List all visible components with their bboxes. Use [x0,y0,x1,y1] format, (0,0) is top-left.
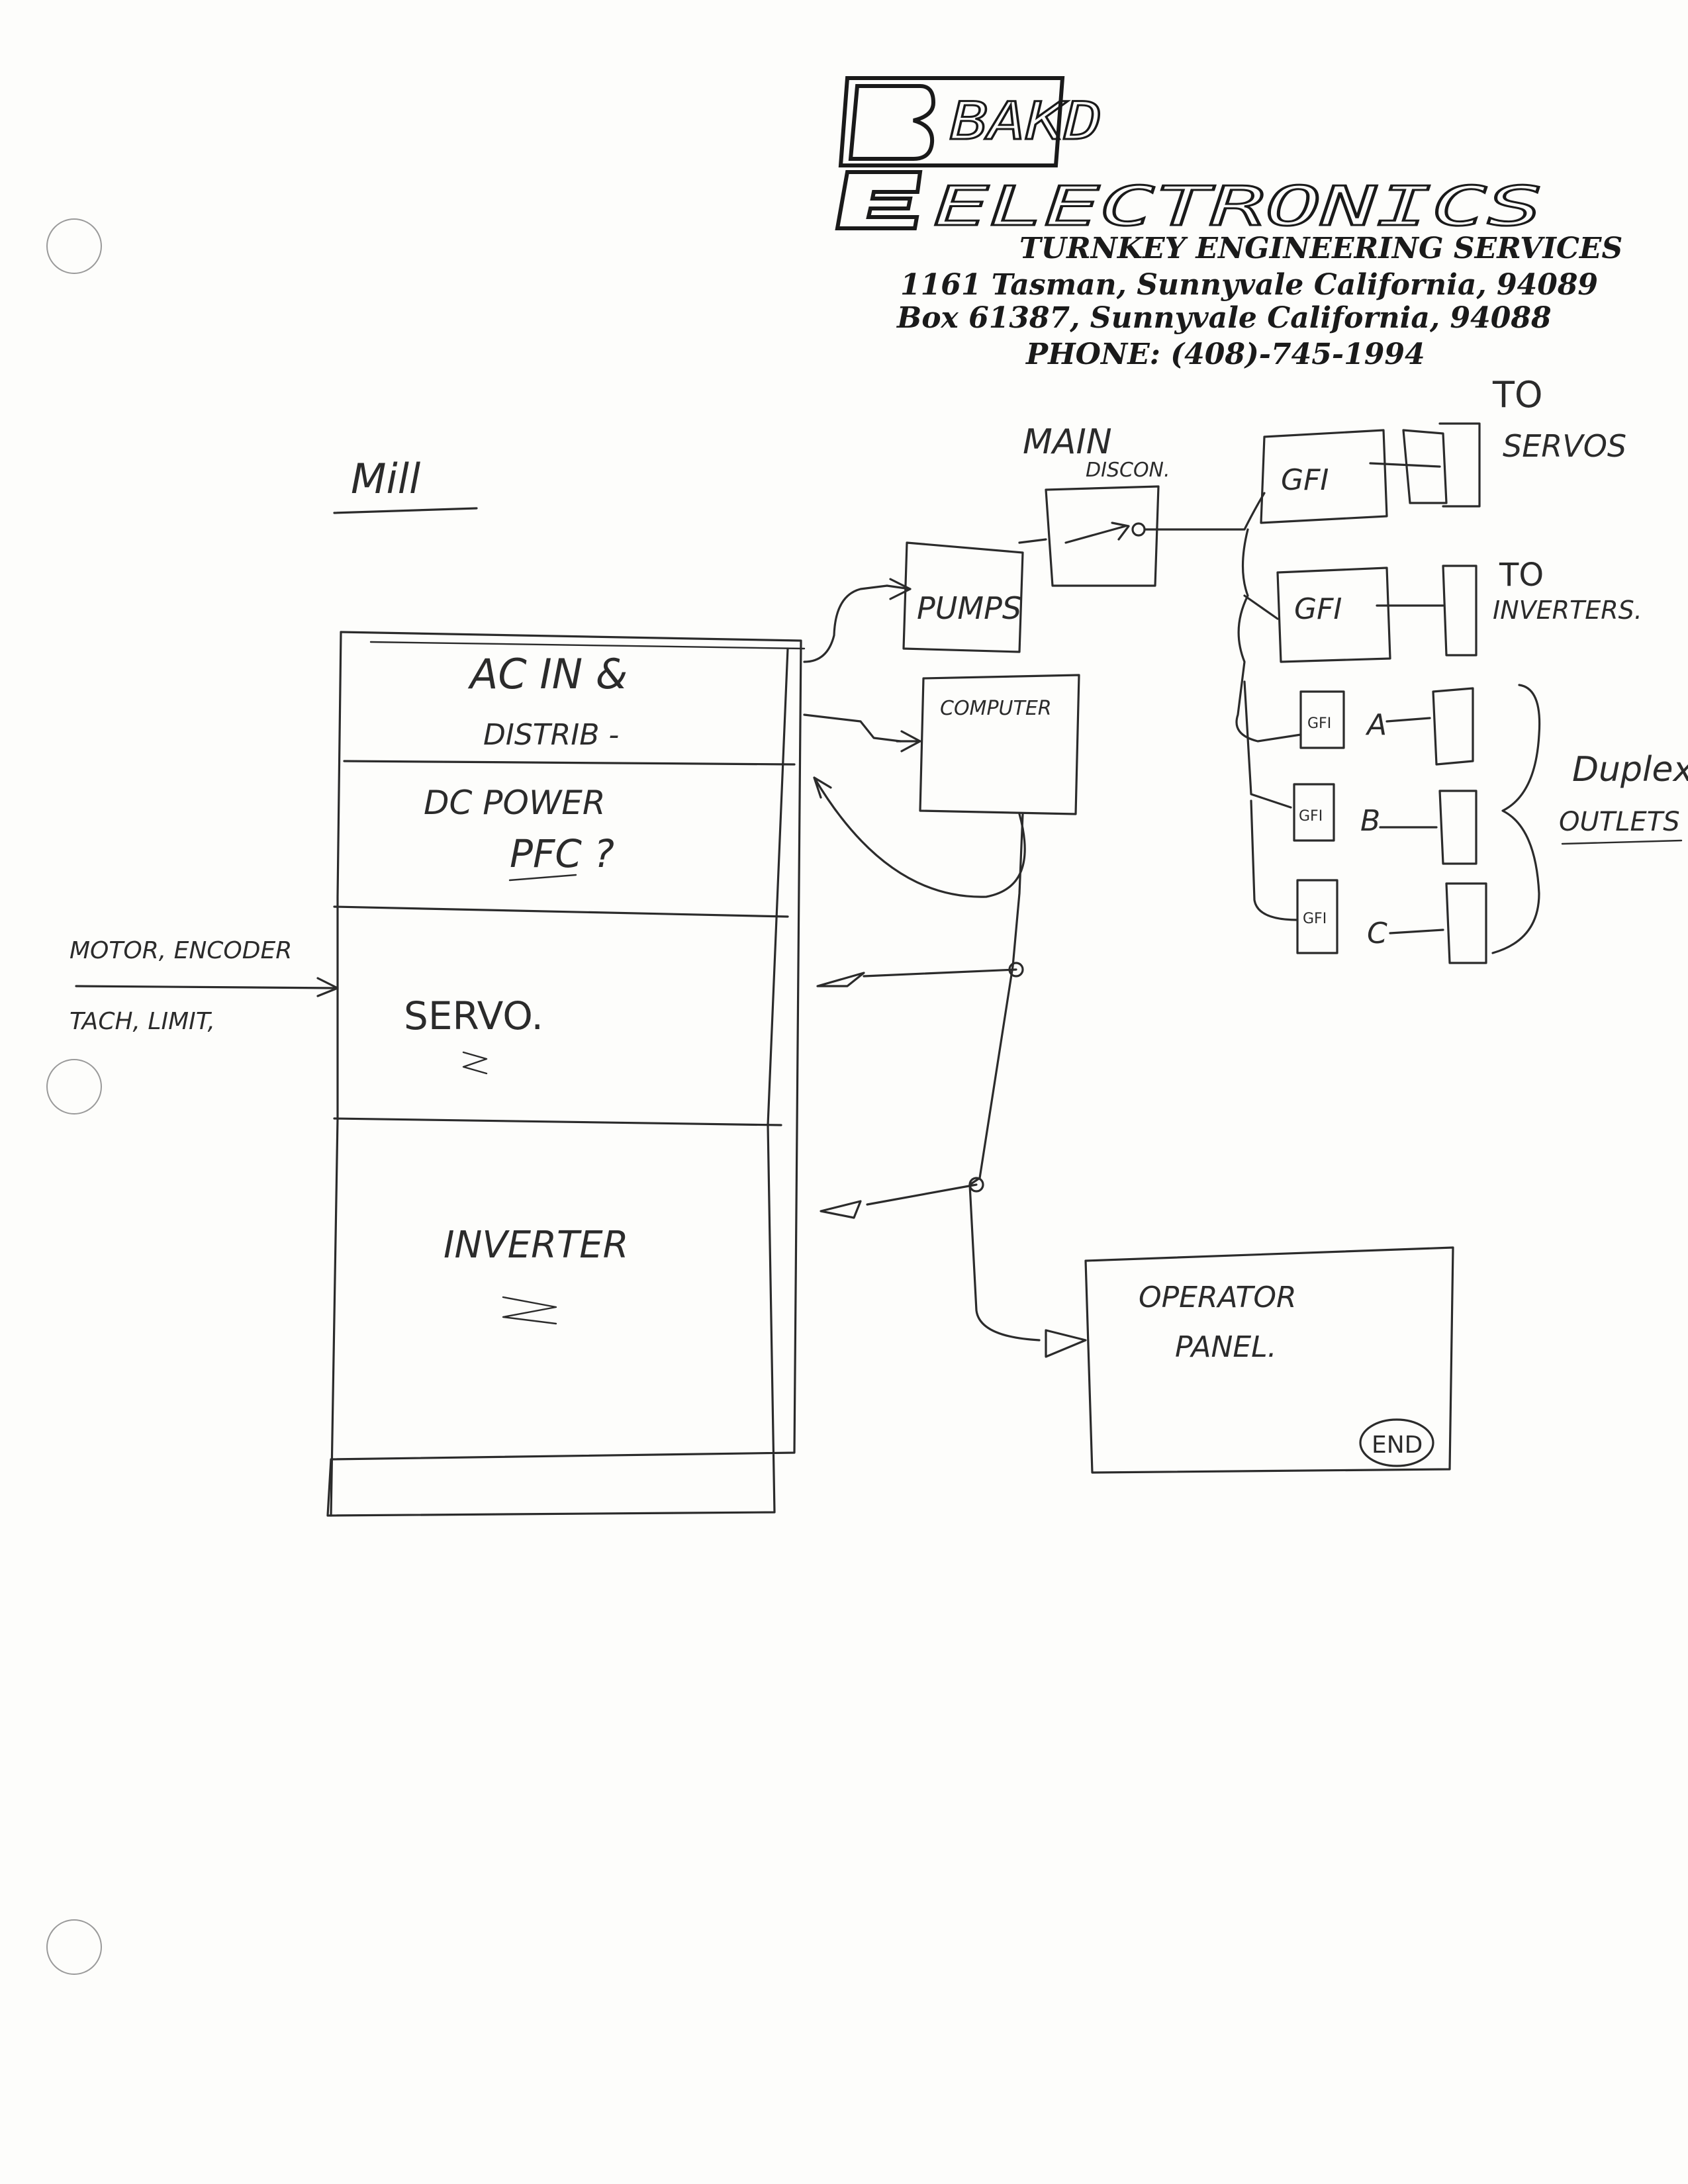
duplex-gfi-a: GFI A [1299,687,1474,766]
logo-line1: BAKD [950,92,1102,152]
gfi-inverters-box [1276,567,1391,663]
gfi-servos-label: GFI [1281,463,1329,497]
cabinet [326,631,806,1517]
duplex-label-line2: OUTLETS [1559,807,1680,837]
computer-box [919,674,1080,815]
bus-to-inverter [820,1183,978,1219]
computer-label: COMPUTER [940,697,1052,720]
letterhead-phone: PHONE: (408)-745-1994 [1026,338,1425,371]
end-button [1359,1418,1434,1467]
duplex-outlet-a [1432,687,1474,766]
main-disconnect-label1: MAIN [1023,422,1112,462]
binder-hole-top [46,218,102,274]
duplex-gfi-b: GFI B [1293,783,1477,865]
computer-bus-down [968,813,1041,1342]
gfi-inverters-connector [1442,565,1477,657]
end-button-label: END [1372,1432,1423,1459]
letterhead-tagline: TURNKEY ENGINEERING SERVICES [1019,232,1623,265]
gfi-inverters-label: GFI [1294,592,1342,626]
pfc-label: PFC ? [510,831,614,876]
duplex-gfi-b-box [1293,783,1335,842]
to-servos-line1: TO [1492,374,1543,416]
duplex-gfi-a-box [1299,690,1345,749]
main-disconnect-switch [1064,522,1130,544]
duplex-gfi-a-label: A [1365,708,1387,742]
dc-power-label: DC POWER [424,784,606,822]
duplex-gfi-c-wire [1389,929,1444,934]
bus-node-inverter [968,1177,984,1193]
pumps-box [902,541,1024,653]
cabinet-divider-dc-servo [333,905,789,918]
main-disconnect-node [1131,522,1146,537]
letterhead-address2: Box 61387, Sunnyvale California, 94088 [897,301,1552,335]
servo-label: SERVO. [404,993,543,1038]
gfi-trunk-lower [1243,680,1299,921]
duplex-gfi-c: GFI C [1296,879,1487,964]
main-disconnect-box [1045,485,1160,587]
duplex-gfi-b-gfi: GFI [1299,808,1323,825]
duplex-label-underline [1561,839,1683,845]
duplex-gfi-c-gfi: GFI [1303,911,1327,927]
duplex-gfi-c-label: C [1367,917,1387,950]
pumps-label: PUMPS [917,590,1021,626]
binder-hole-bottom [46,1919,102,1975]
duplex-gfi-c-box [1296,879,1338,954]
duplex-outlet-b [1438,790,1477,865]
letterhead-address1: 1161 Tasman, Sunnyvale California, 94089 [900,268,1599,302]
gfi-trunk-to-inverter-gfi [1243,594,1279,620]
title-underline [333,507,478,514]
pfc-underline [508,874,577,882]
gfi-servos-connector [1438,422,1481,508]
cabinet-divider-servo-inverter [333,1117,782,1126]
servo-inputs-arrow [75,977,339,997]
inverter-label: INVERTER [444,1224,629,1267]
operator-panel-line1: OPERATOR [1139,1281,1297,1314]
main-disconnect-to-pumps [1018,538,1047,544]
pumps-arrow [886,578,912,600]
servo-inputs-line2: TACH, LIMIT, [70,1008,215,1035]
logo-line2: ELECTRONICS [933,175,1542,232]
duplex-gfi-b-label: B [1360,804,1380,838]
duplex-gfi-a-gfi: GFI [1307,715,1331,732]
diagram-title: Mill [351,455,420,503]
operator-panel-box [1084,1246,1454,1474]
company-logo: BAKD ELECTRONICS [835,76,1544,232]
cabinet-inner-line [369,641,806,650]
cabinet-divider-ac-dc [343,760,796,766]
gfi-servos-box [1260,429,1388,524]
duplex-label-line1: Duplex [1572,750,1688,790]
cabinet-outline [326,631,802,1517]
ac-distrib-label: DISTRIB - [483,718,619,752]
cabinet-left-wall [330,631,342,1517]
main-disconnect-label2: DISCON. [1086,459,1170,482]
duplex-brace [1491,684,1541,954]
ac-to-pumps-wire [803,584,888,663]
binder-hole-middle [46,1059,102,1115]
operator-panel-line2: PANEL. [1175,1330,1277,1364]
to-servos-line2: SERVOS [1503,428,1626,464]
bus-to-servo [816,968,1017,987]
to-inverters-line1: TO [1499,557,1544,594]
servo-squiggle [462,1051,488,1075]
bus-to-operator-panel-arrow [1045,1329,1087,1358]
ac-in-label: AC IN & [467,650,628,698]
inverter-squiggle [502,1296,557,1325]
gfi-servos-outlet [1369,429,1448,504]
to-inverters-line2: INVERTERS. [1493,596,1642,625]
duplex-gfi-a-wire [1385,717,1431,723]
gfi-feed-trunk [1235,528,1302,743]
letterhead: BAKD ELECTRONICS TURNKEY ENGINEERING SER… [834,66,1622,377]
duplex-outlet-c [1445,882,1487,964]
computer-to-dc-wire [813,776,1026,898]
main-feed-wire [1144,492,1266,531]
ac-to-computer-wire [803,713,902,743]
servo-inputs-line1: MOTOR, ENCODER [70,937,292,964]
